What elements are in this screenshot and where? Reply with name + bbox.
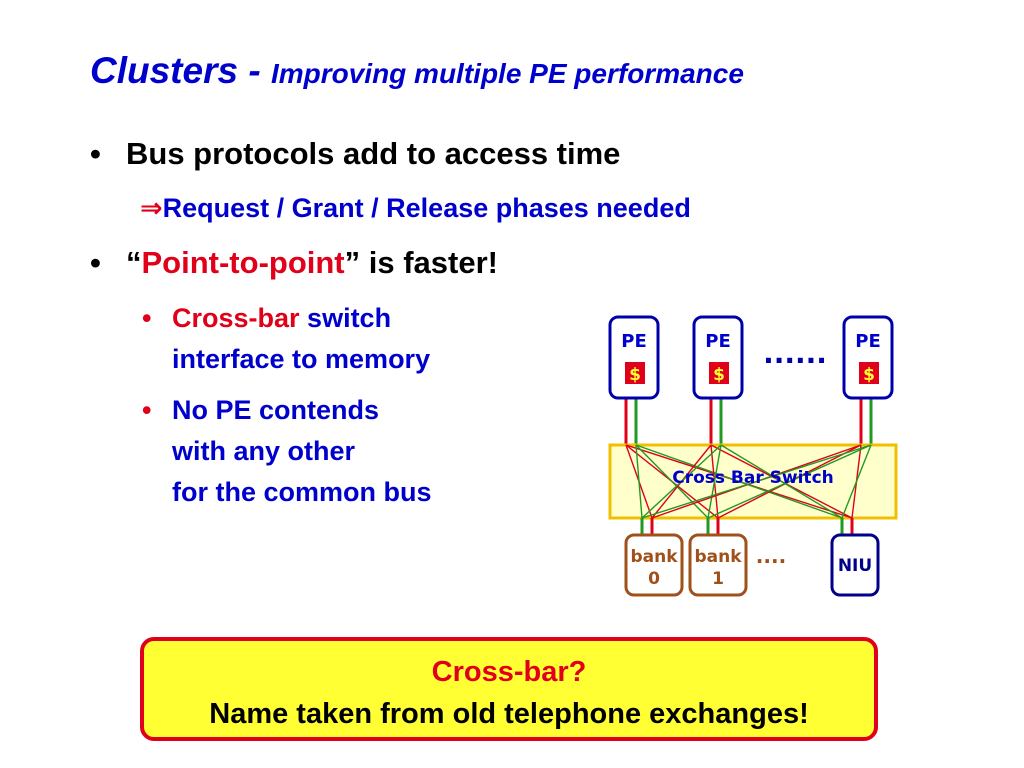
pe-label: PE (855, 331, 881, 352)
bank-ellipsis: .... (756, 544, 786, 568)
niu-label: NIU (838, 556, 872, 576)
implies-arrow-icon: ⇒ (140, 193, 163, 223)
open-quote: “ (126, 245, 142, 280)
bullet-dot: • (90, 245, 101, 280)
pe-node: PE $ (692, 315, 744, 400)
memory-bank: bank 1 (688, 533, 748, 597)
memory-bank: bank 0 (624, 533, 684, 597)
slide-title: Clusters - Improving multiple PE perform… (90, 50, 744, 92)
common-bus-text: for the common bus (172, 477, 432, 507)
sub-bullet-no-contention: No PE contends with any other for the co… (172, 390, 432, 513)
sub-bullet-dot: • (142, 395, 152, 425)
pe-links (624, 398, 873, 445)
callout-box: Cross-bar? Name taken from old telephone… (140, 637, 878, 741)
switch-label: Cross Bar Switch (672, 468, 834, 488)
crossbar-highlight: Cross-bar (172, 303, 300, 333)
pe-node: PE $ (608, 315, 660, 400)
pe-ellipsis: ...... (763, 337, 827, 370)
cache-icon (625, 362, 645, 384)
bullet-point-to-point: “Point-to-point” is faster! (126, 245, 498, 281)
no-pe-text: No PE contends (172, 395, 380, 425)
title-main: Clusters - (90, 50, 271, 91)
bullet-sub-phases: ⇒Request / Grant / Release phases needed (140, 193, 691, 224)
cache-label: $ (713, 365, 725, 385)
bank-number: 0 (648, 569, 660, 589)
cache-label: $ (629, 365, 641, 385)
callout-answer: Name taken from old telephone exchanges! (209, 698, 809, 730)
callout-question: Cross-bar? (431, 656, 587, 688)
title-subtitle: Improving multiple PE performance (270, 58, 744, 89)
pe-label: PE (621, 331, 647, 352)
bank-number: 1 (712, 569, 724, 589)
any-other-text: with any other (172, 436, 356, 466)
niu-node: NIU (830, 533, 880, 597)
sub-bullet-dot: • (142, 303, 152, 333)
cache-label: $ (863, 365, 875, 385)
memory-links (640, 518, 854, 535)
pe-label: PE (705, 331, 731, 352)
bullet-dot: • (90, 136, 101, 171)
crossbar-diagram: Cross Bar Switch PE $ PE $ ...... PE $ b… (608, 315, 898, 597)
pe-node: PE $ (842, 315, 894, 400)
crossbar-switch-box (608, 443, 898, 520)
crossbar-wires (625, 444, 872, 519)
switch-text: switch (299, 303, 392, 333)
point-to-point-highlight: Point-to-point (141, 245, 345, 280)
phases-text: Request / Grant / Release phases needed (162, 193, 691, 223)
cache-icon (859, 362, 879, 384)
cache-icon (709, 362, 729, 384)
faster-text: ” is faster! (344, 245, 498, 280)
bullet-bus-protocols: Bus protocols add to access time (126, 136, 621, 171)
bank-label: bank (694, 547, 742, 567)
bank-label: bank (630, 547, 678, 567)
interface-text: interface to memory (172, 344, 431, 374)
sub-bullet-crossbar: Cross-bar switch interface to memory (172, 298, 430, 380)
